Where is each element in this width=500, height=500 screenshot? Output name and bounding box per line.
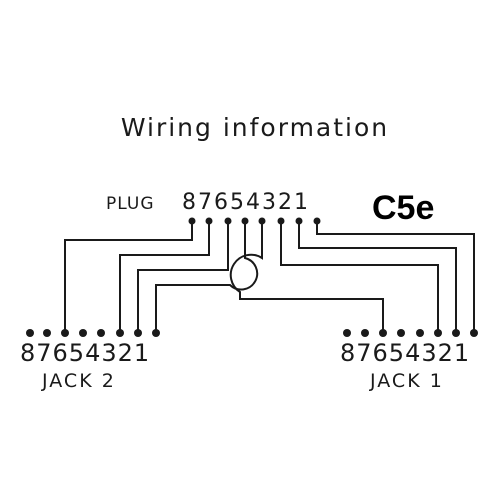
- wire-plug1-jack1-1: [316, 223, 475, 333]
- jack1-pin-8: [343, 329, 351, 337]
- jack1-pin-3: [434, 329, 442, 337]
- wire-plug5-jack2-1: [155, 223, 259, 333]
- wire-plug2-jack1-2: [298, 223, 457, 333]
- jack1-pin-numbers: 87654321: [340, 339, 470, 367]
- plug-pin-4: [258, 217, 266, 225]
- jack1-pin-7: [361, 329, 369, 337]
- plug-pin-2: [295, 217, 303, 225]
- jack-2-pins: [26, 329, 160, 337]
- jack2-pin-4: [97, 329, 105, 337]
- wire-plug7-jack2-3: [119, 223, 210, 333]
- plug-pins: [188, 217, 321, 225]
- plug-pin-7: [205, 217, 213, 225]
- plug-pin-1: [313, 217, 321, 225]
- jack2-pin-3: [116, 329, 124, 337]
- jack1-pin-5: [397, 329, 405, 337]
- plug-label: PLUG: [106, 194, 155, 214]
- plug-pin-8: [188, 217, 196, 225]
- jack1-pin-1: [470, 329, 478, 337]
- plug-pin-numbers: 87654321: [182, 190, 310, 215]
- jack1-pin-4: [416, 329, 424, 337]
- wire-plug4-jack1-6: [229, 223, 384, 333]
- plug-pin-6: [224, 217, 232, 225]
- jack-1-pins: [343, 329, 478, 337]
- jack2-pin-numbers: 87654321: [20, 339, 150, 367]
- jack2-pin-1: [152, 329, 160, 337]
- jack2-pin-8: [26, 329, 34, 337]
- plug-pin-5: [241, 217, 249, 225]
- wire-plug8-jack2-6: [64, 223, 193, 333]
- jack1-pin-6: [379, 329, 387, 337]
- wire-plug6-jack2-2: [137, 223, 229, 333]
- wire-plug3-jack1-3: [280, 223, 439, 333]
- jack1-label: JACK 1: [369, 370, 444, 392]
- cable-category-label: C5e: [372, 189, 434, 227]
- jack2-label: JACK 2: [41, 370, 116, 392]
- jack2-pin-2: [134, 329, 142, 337]
- diagram-title: Wiring information: [121, 113, 389, 142]
- jack2-pin-7: [43, 329, 51, 337]
- jack2-pin-5: [79, 329, 87, 337]
- wires: [64, 223, 475, 333]
- jack2-pin-6: [61, 329, 69, 337]
- plug-pin-3: [277, 217, 285, 225]
- jack1-pin-2: [452, 329, 460, 337]
